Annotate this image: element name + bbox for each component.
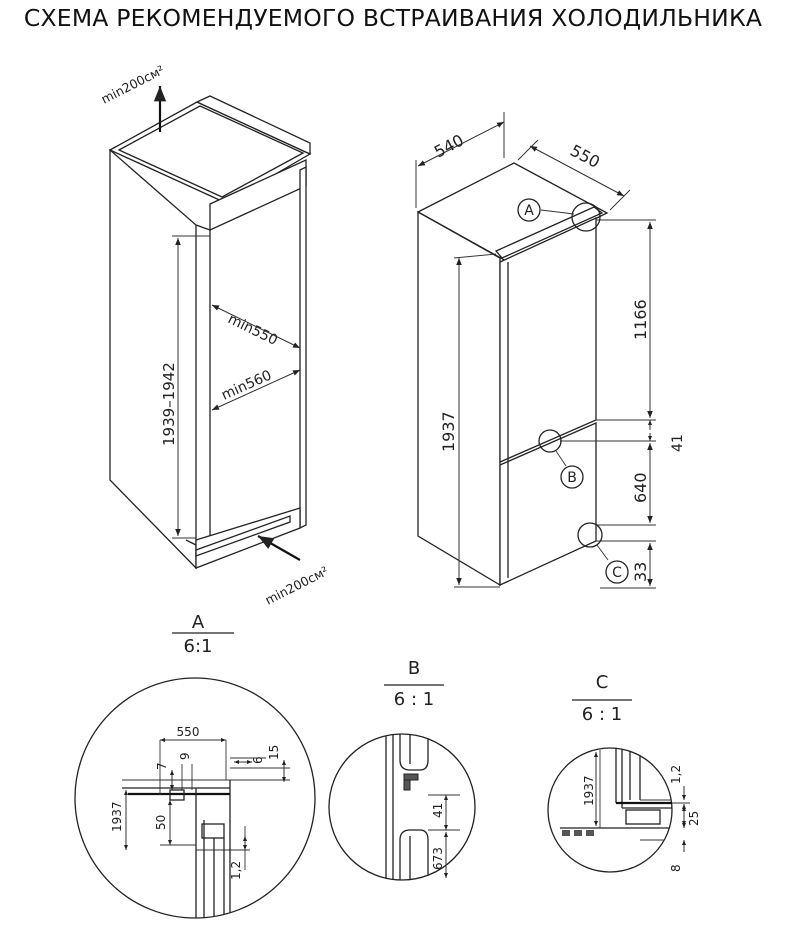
fridge-marker-b: B <box>567 470 577 486</box>
detail-a-scale: 6:1 <box>184 636 213 657</box>
detail-b-scale: 6 : 1 <box>394 689 434 710</box>
detail-b-letter: B <box>408 658 420 679</box>
fridge-depth-label: 550 <box>567 141 603 172</box>
detail-a-drawing <box>74 677 316 919</box>
detail-c-drawing <box>547 747 690 873</box>
fridge-base-label: 33 <box>631 562 650 582</box>
niche-height-label: 1939–1942 <box>160 362 178 446</box>
detail-a-dim-550: 550 <box>177 725 200 739</box>
detail-a-letter: A <box>192 612 205 633</box>
fridge-width-label: 540 <box>431 130 467 161</box>
niche-vent-top-label: min200см² <box>99 62 167 107</box>
fridge-drawing <box>415 112 656 589</box>
niche-width-label: min560 <box>219 367 274 403</box>
fridge-marker-a: A <box>524 203 534 219</box>
detail-c-dim-25: 25 <box>687 811 701 826</box>
detail-c-dim-8: 8 <box>669 864 683 872</box>
detail-b-dim-41: 41 <box>431 803 445 818</box>
detail-a-dim-1-2: 1,2 <box>229 861 243 880</box>
detail-c-scale: 6 : 1 <box>582 704 622 725</box>
detail-a-dim-50: 50 <box>154 815 168 830</box>
detail-a-dim-1937: 1937 <box>110 801 124 832</box>
detail-a-dim-6: 6 <box>251 756 265 764</box>
niche-drawing <box>108 86 312 570</box>
detail-c-dim-1-2: 1,2 <box>669 765 683 784</box>
niche-vent-bottom-label: min200см² <box>263 563 331 608</box>
detail-a-dim-15: 15 <box>267 745 281 760</box>
detail-b-drawing <box>328 733 476 881</box>
detail-c-letter: C <box>596 672 609 693</box>
detail-c-dim-1937: 1937 <box>582 775 596 806</box>
fridge-height-total-label: 1937 <box>439 411 458 452</box>
fridge-height-upper-label: 1166 <box>631 299 650 340</box>
detail-b-dim-673: 673 <box>431 847 445 870</box>
detail-a-dim-7: 7 <box>155 762 169 770</box>
niche-depth-label: min550 <box>225 311 280 349</box>
detail-a-dim-9: 9 <box>178 752 192 760</box>
page-title: СХЕМА РЕКОМЕНДУЕМОГО ВСТРАИВАНИЯ ХОЛОДИЛ… <box>23 4 763 32</box>
fridge-height-lower-label: 640 <box>631 472 650 503</box>
fridge-marker-c: C <box>612 565 622 581</box>
fridge-gap-label: 41 <box>670 434 686 452</box>
